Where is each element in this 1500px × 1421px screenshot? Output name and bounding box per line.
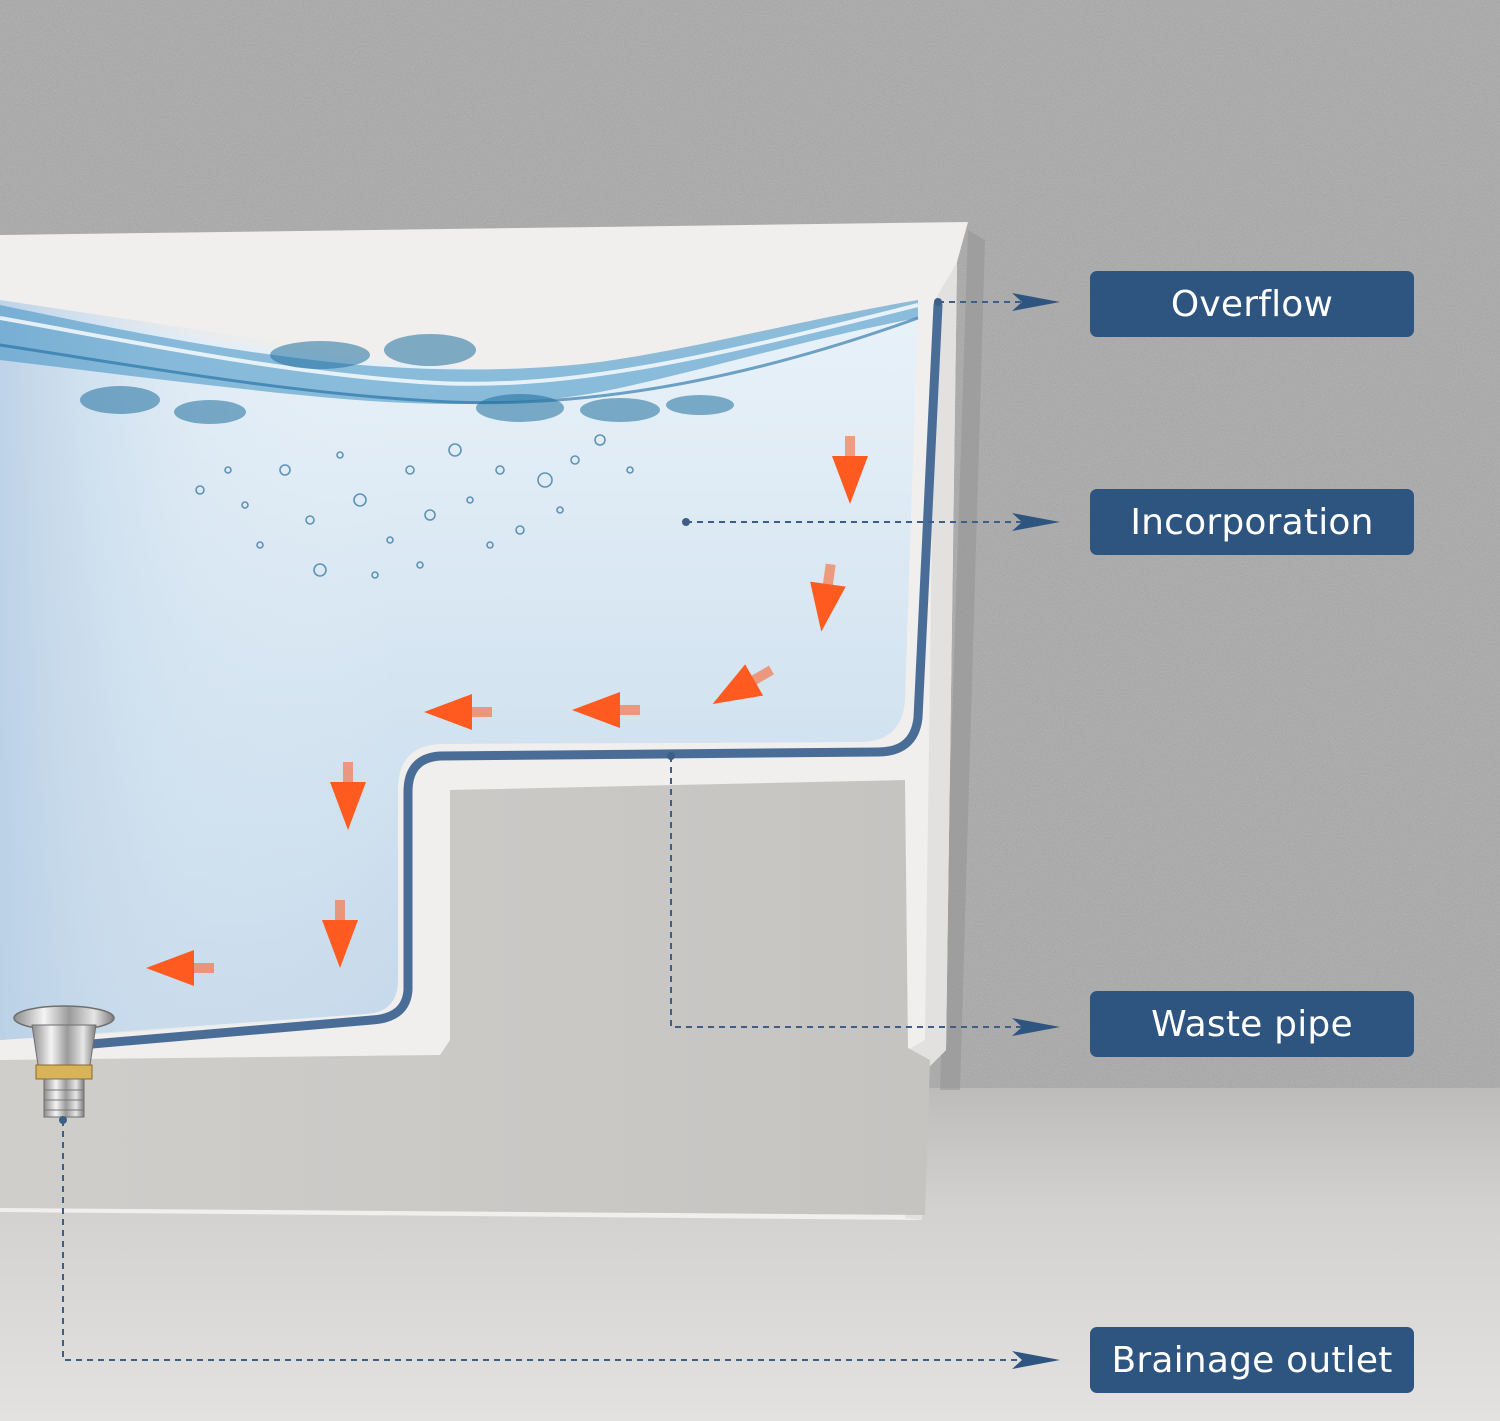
water-surface-wave [0,300,918,405]
water-side-glow [0,300,400,1040]
water-surface-line [0,316,919,405]
arrow-icon [424,694,492,730]
arrow-icon [712,664,774,704]
leader-dots [59,298,942,1124]
label-incorporation: Incorporation [1090,489,1414,555]
drain-icon [13,1005,115,1118]
label-overflow: Overflow [1090,271,1414,337]
water-splash [80,334,734,424]
arrow-icon [810,563,846,632]
basin-inner-cavity [0,780,930,1215]
arrow-icon [330,762,366,830]
leader-line-brainage-outlet [62,1120,1040,1361]
waste-pipe-line [87,300,943,1049]
arrow-icon [572,692,640,728]
leader-line-waste-pipe [670,756,1040,1028]
label-waste-pipe: Waste pipe [1090,991,1414,1057]
water-surface-highlight [0,303,919,386]
basin-side-shade [905,262,957,1220]
basin-shadow [940,230,985,1090]
arrow-icon [832,436,868,504]
label-brainage-outlet: Brainage outlet [1090,1327,1414,1393]
leader-lines [62,301,1040,1361]
arrow-icon [146,950,214,986]
arrow-icon [322,900,358,968]
leader-arrowheads [1012,293,1060,1369]
flow-arrows [146,436,868,986]
air-bubbles [195,434,634,579]
